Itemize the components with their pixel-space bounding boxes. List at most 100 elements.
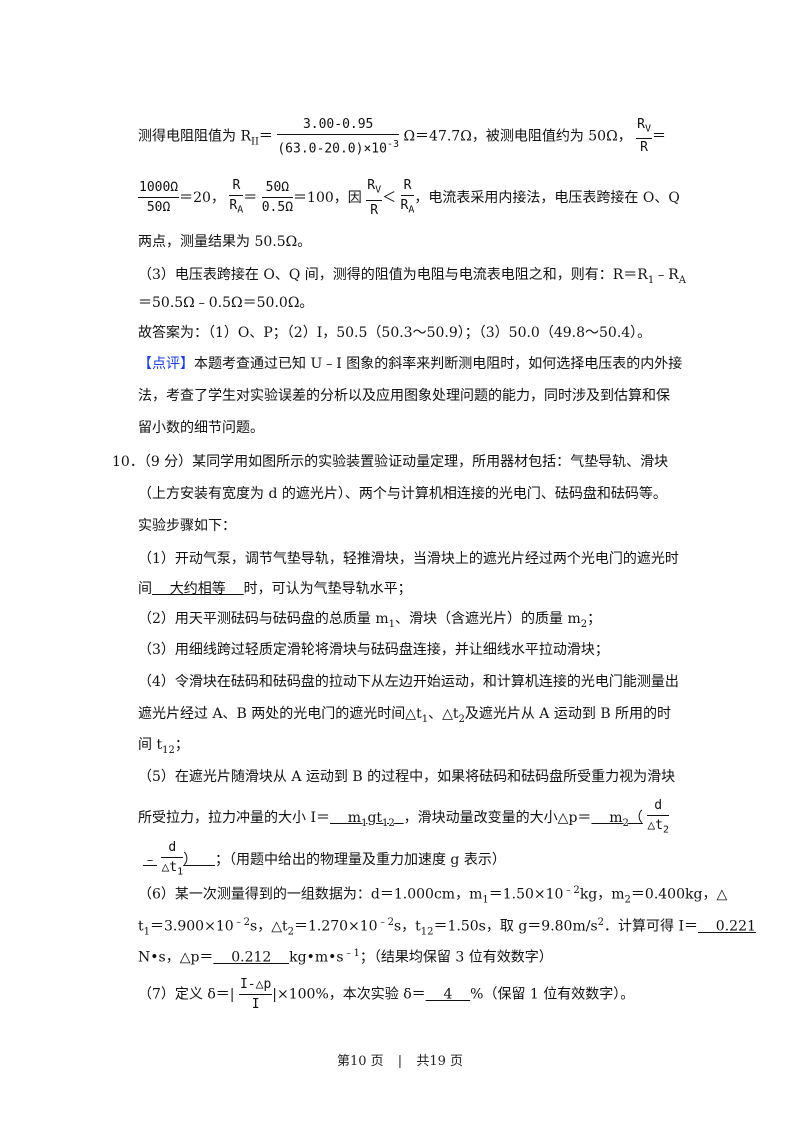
text: m bbox=[329, 809, 362, 826]
question-10-title: 10．（9 分）某同学用如图所示的实验装置验证动量定理，所用器材包括：气垫导轨、… bbox=[112, 454, 669, 470]
text: （3）电压表跨接在 O、Q 间，测得的阻值为电阻与电流表电阻之和，则有：R＝R bbox=[138, 267, 648, 283]
subscript: 2 bbox=[580, 618, 588, 630]
page-total: 共19 页 bbox=[416, 1054, 464, 1069]
text: R bbox=[229, 198, 238, 213]
superscript: 2 bbox=[597, 917, 605, 928]
text-line: （上方安装有宽度为 d 的遮光片）、两个与计算机相连接的光电门、砝码盘和砝码等。 bbox=[138, 486, 667, 502]
numerator: R bbox=[229, 177, 244, 196]
denominator: △t1 bbox=[161, 858, 183, 881]
fraction-resistance: 3.00-0.95 (63.0-20.0)×10-3 bbox=[277, 116, 399, 157]
subscript: 2 bbox=[662, 824, 669, 836]
text: 测得电阻阻值为 R bbox=[138, 128, 251, 145]
text: 本题考查通过已知 U﹣I 图象的斜率来判断测电阻时，如何选择电压表的内外接 bbox=[194, 356, 683, 372]
fraction-i-dp: I-△p I bbox=[238, 976, 273, 1013]
text: kg•m•s bbox=[289, 949, 344, 966]
text: ＝1.50×10 bbox=[488, 886, 564, 903]
text: ＝0.400kg，△ bbox=[630, 886, 728, 903]
text: （7）定义 δ＝| bbox=[138, 986, 235, 1003]
separator: | bbox=[397, 1054, 403, 1069]
superscript: -3 bbox=[386, 139, 399, 150]
text: s，△t bbox=[250, 918, 288, 935]
comment-line: 【点评】本题考查通过已知 U﹣I 图象的斜率来判断测电阻时，如何选择电压表的内外… bbox=[138, 354, 682, 374]
text: ； bbox=[587, 611, 602, 627]
subscript: 12 bbox=[162, 744, 175, 756]
numerator: d bbox=[647, 797, 669, 816]
numerator: 3.00-0.95 bbox=[277, 116, 399, 135]
text: 遮光片经过 A、B 两处的光电门的遮光时间△t bbox=[138, 706, 422, 722]
text-line: 法，考查了学生对实验误差的分析以及应用图象处理问题的能力，同时涉及到估算和保 bbox=[138, 388, 670, 404]
text: gt bbox=[367, 809, 383, 826]
text-line: 间 大约相等 时，可认为气垫导轨水平； bbox=[138, 579, 412, 599]
text: ，滑块动量改变量的大小△p＝ bbox=[403, 809, 592, 826]
subscript: 1 bbox=[421, 713, 429, 725]
text-line: （1）开动气泵，调节气垫导轨，轻推滑块，当滑块上的遮光片经过两个光电门的遮光时 bbox=[138, 551, 679, 567]
superscript: ﹣1 bbox=[343, 948, 360, 959]
subscript: V bbox=[375, 184, 382, 196]
numerator: 1000Ω bbox=[138, 179, 180, 199]
superscript: ﹣2 bbox=[233, 917, 251, 928]
fraction-rv-r: RV R bbox=[366, 177, 383, 219]
text: ＝ bbox=[258, 128, 273, 145]
text: (63.0-20.0)×10 bbox=[277, 141, 387, 157]
text: R bbox=[400, 198, 409, 213]
fraction-r-ra-2: R RA bbox=[400, 177, 415, 219]
text-line: （2）用天平测砝码与砝码盘的总质量 m1、滑块（含遮光片）的质量 m2； bbox=[138, 609, 601, 635]
text: ＜ bbox=[382, 189, 397, 206]
subscript: 1 bbox=[482, 894, 489, 906]
numerator: d bbox=[161, 839, 184, 858]
line-momentum-cont: ﹣ d △t1 ） ；（用题中给出的物理量及重力加速度 g 表示） bbox=[143, 839, 506, 881]
denominator: R bbox=[640, 140, 648, 156]
page-footer: 第10 页 | 共19 页 bbox=[0, 1050, 800, 1069]
text: m bbox=[591, 809, 623, 826]
text: Ω＝47.7Ω，被测电阻值约为 50Ω， bbox=[403, 128, 632, 145]
line-ratio-compare: 1000Ω 50Ω ＝20， R RA ＝ 50Ω 0.5Ω ＝100，因 RV… bbox=[138, 177, 680, 219]
text-line: （4）令滑块在砝码和砝码盘的拉动下从左边开始运动，和计算机连接的光电门能测量出 bbox=[138, 674, 679, 690]
text: ＝20， bbox=[179, 189, 225, 206]
denominator: I bbox=[251, 997, 260, 1012]
answer-blank-delta: 4 bbox=[425, 986, 471, 1003]
text: 、△t bbox=[428, 706, 459, 722]
subscript: 12 bbox=[382, 817, 395, 829]
superscript: ﹣2 bbox=[563, 885, 580, 896]
subscript: 2 bbox=[458, 713, 465, 725]
denominator: (63.0-20.0)×10-3 bbox=[277, 135, 399, 157]
text: ＝1.50s，取 g＝9.80m/s bbox=[433, 918, 598, 935]
text: |×100%，本次实验 δ＝ bbox=[272, 986, 426, 1003]
text: s，t bbox=[393, 918, 421, 935]
text-line: （3）电压表跨接在 O、Q 间，测得的阻值为电阻与电流表电阻之和，则有：R＝R1… bbox=[138, 265, 686, 291]
subscript: 12 bbox=[420, 926, 434, 938]
text-line: 实验步骤如下： bbox=[138, 518, 236, 534]
text-line: 间 t12； bbox=[138, 735, 189, 761]
text: ＝100，因 bbox=[293, 189, 362, 206]
answer-blank-momentum: m2（ bbox=[591, 809, 643, 829]
subscript: A bbox=[237, 204, 244, 216]
text: ＝ bbox=[652, 128, 667, 145]
denominator: △t2 bbox=[647, 816, 669, 839]
text-line: t1＝3.900×10﹣2s，△t2＝1.270×10﹣2s，t12＝1.50s… bbox=[138, 913, 756, 942]
text: ； bbox=[174, 737, 189, 753]
text: t bbox=[138, 918, 144, 935]
text: 间 t bbox=[138, 737, 163, 753]
answer-blank-dp: 0.212 bbox=[213, 949, 290, 966]
denominator: 50Ω bbox=[146, 200, 171, 216]
subscript: A bbox=[408, 204, 415, 216]
text: ＝3.900×10 bbox=[150, 918, 234, 935]
text: （6）某一次测量得到的一组数据为：d＝1.000cm，m bbox=[138, 886, 483, 903]
numerator: R bbox=[400, 177, 415, 196]
fraction-d-dt1: d △t1 bbox=[161, 839, 184, 881]
text: 间 bbox=[138, 581, 152, 597]
subscript: 1 bbox=[388, 618, 396, 630]
text-line: N•s，△p＝ 0.212 kg•m•s﹣1；（结果均保留 3 位有效数字） bbox=[138, 944, 553, 968]
numerator: RV bbox=[636, 117, 653, 140]
subscript: V bbox=[644, 123, 652, 135]
fraction-d-dt2: d △t2 bbox=[647, 797, 669, 839]
subscript: 2 bbox=[287, 926, 294, 938]
text bbox=[395, 810, 404, 826]
text-line: （3）用细线跨过轻质定滑轮将滑块与砝码盘连接，并让细线水平拉动滑块； bbox=[138, 642, 609, 658]
text: N•s，△p＝ bbox=[138, 949, 214, 966]
text: ﹣R bbox=[654, 267, 679, 283]
text-line: （5）在遮光片随滑块从 A 运动到 B 的过程中，如果将砝码和砝码盘所受重力视为… bbox=[138, 769, 676, 785]
fraction-rv-r: RV R bbox=[636, 117, 653, 157]
text: ；（用题中给出的物理量及重力加速度 g 表示） bbox=[214, 851, 506, 868]
